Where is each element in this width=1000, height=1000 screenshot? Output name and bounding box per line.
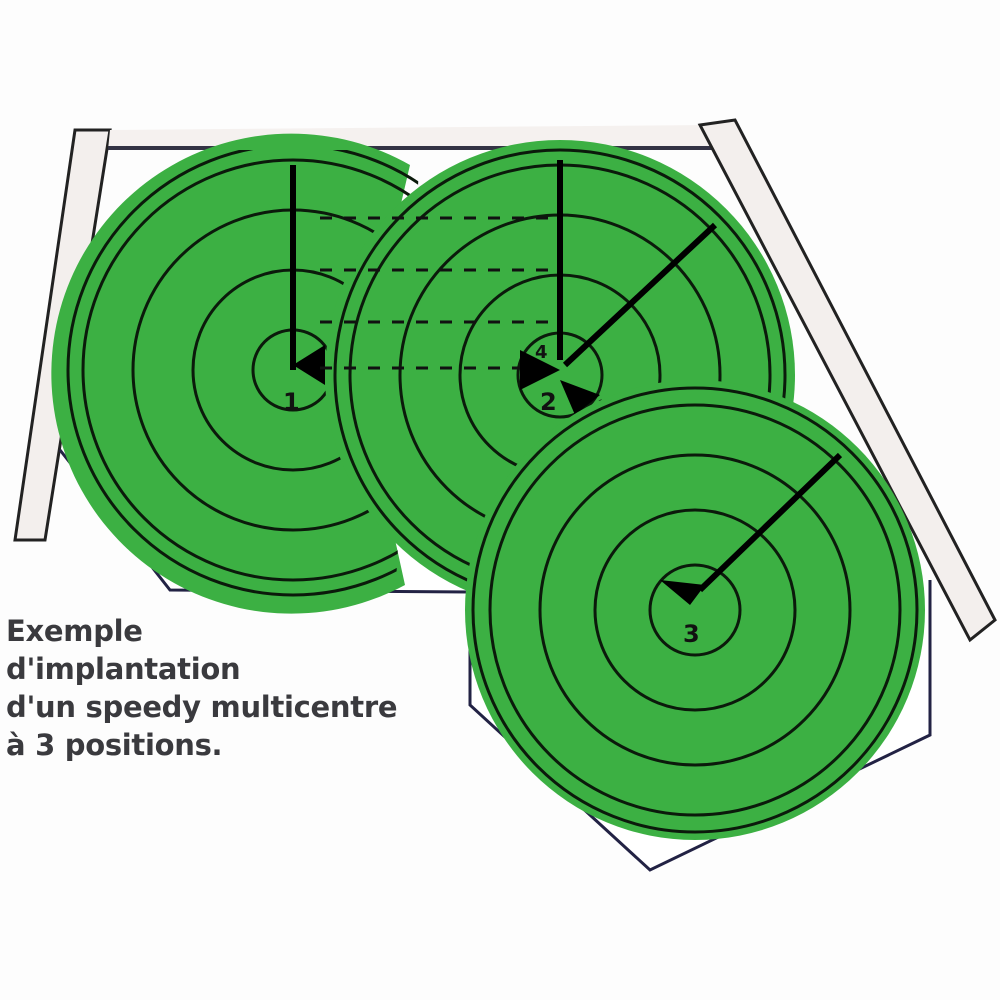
caption-line-3: d'un speedy multicentre	[6, 690, 398, 724]
position-label-2: 2	[540, 388, 557, 416]
position-label-3: 3	[683, 620, 700, 648]
center-marker-4: 4	[535, 342, 548, 363]
caption-line-2: d'implantation	[6, 652, 241, 686]
caption-line-4: à 3 positions.	[6, 728, 223, 762]
shelf-position-3: 3	[465, 380, 925, 840]
position-label-1: 1	[283, 388, 300, 416]
caption-line-1: Exemple	[6, 614, 143, 648]
diagram-caption: Exemple d'implantation d'un speedy multi…	[6, 612, 397, 764]
